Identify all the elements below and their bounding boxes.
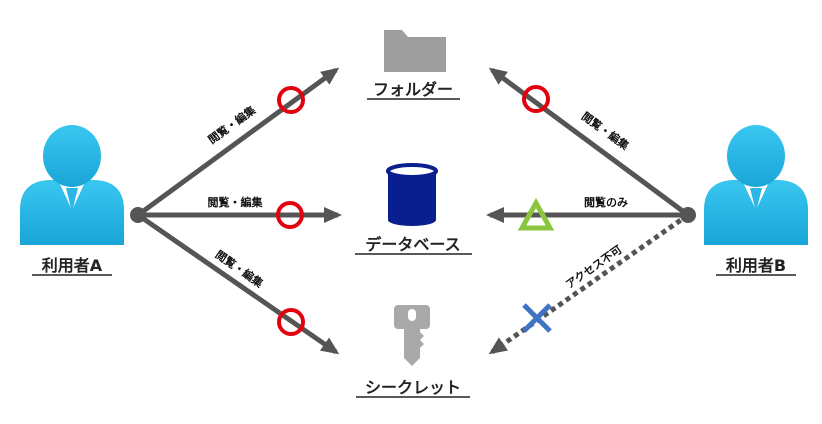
key-icon xyxy=(394,305,430,366)
circle-mark-b-folder xyxy=(522,85,550,113)
triangle-mark-b-database xyxy=(517,197,555,231)
user-a-label: 利用者A xyxy=(42,256,103,275)
label-b-secret: アクセス不可 xyxy=(563,243,624,291)
label-a-database: 閲覧・編集 xyxy=(208,195,264,209)
user-b-arrows xyxy=(486,67,696,355)
folder-label: フォルダー xyxy=(373,80,453,99)
arrow-a-secret xyxy=(136,212,340,355)
label-a-folder: 閲覧・編集 xyxy=(205,102,259,146)
circle-mark-a-database xyxy=(276,201,304,229)
user-b-label: 利用者B xyxy=(726,256,786,275)
arrow-a-folder xyxy=(136,67,340,218)
resource-labels: フォルダー データベース シークレット xyxy=(355,80,472,398)
label-b-database: 閲覧のみ xyxy=(584,195,628,209)
folder-icon xyxy=(384,30,446,72)
circle-mark-a-folder xyxy=(277,86,305,114)
user-a-arrows xyxy=(130,67,342,355)
user-b-avatar xyxy=(704,125,808,245)
secret-label: シークレット xyxy=(365,378,461,397)
database-icon xyxy=(386,163,438,226)
label-b-folder: 閲覧・編集 xyxy=(579,109,633,153)
circle-mark-a-secret xyxy=(277,308,305,336)
arrow-b-secret xyxy=(488,212,690,355)
user-a-junction xyxy=(130,207,146,223)
database-label: データベース xyxy=(365,235,460,254)
user-b-junction xyxy=(680,207,696,223)
cross-mark-b-secret xyxy=(522,303,552,333)
user-a-avatar xyxy=(20,125,124,245)
arrow-b-folder xyxy=(488,67,690,218)
access-marks xyxy=(276,85,555,336)
